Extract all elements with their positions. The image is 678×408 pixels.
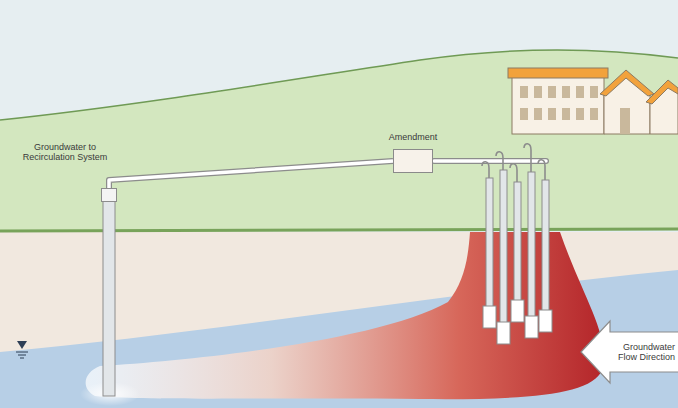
flow-arrow: Groundwater Flow Direction bbox=[580, 320, 678, 384]
amendment-tank bbox=[393, 149, 433, 173]
soil bbox=[0, 232, 678, 408]
buildings bbox=[508, 68, 678, 134]
water-table-symbol bbox=[16, 341, 28, 358]
extraction-well bbox=[103, 200, 115, 396]
arrow-text-area: Groundwater Flow Direction bbox=[612, 332, 675, 372]
wellhead-cap bbox=[101, 188, 117, 202]
ground-line bbox=[0, 229, 678, 231]
wellhead-box: Groundwater to Recirculation System bbox=[18, 142, 112, 162]
pipe bbox=[109, 161, 393, 188]
ground-surface bbox=[0, 50, 678, 232]
flow-label: Groundwater Flow Direction bbox=[612, 342, 675, 362]
part-label: Amendment bbox=[384, 132, 442, 142]
injection-wells bbox=[482, 144, 552, 344]
contaminant-plume bbox=[86, 232, 604, 399]
injection-manifold bbox=[434, 161, 546, 162]
amendment-box: Amendment bbox=[384, 132, 442, 142]
part-label: Groundwater to Recirculation System bbox=[18, 142, 112, 162]
